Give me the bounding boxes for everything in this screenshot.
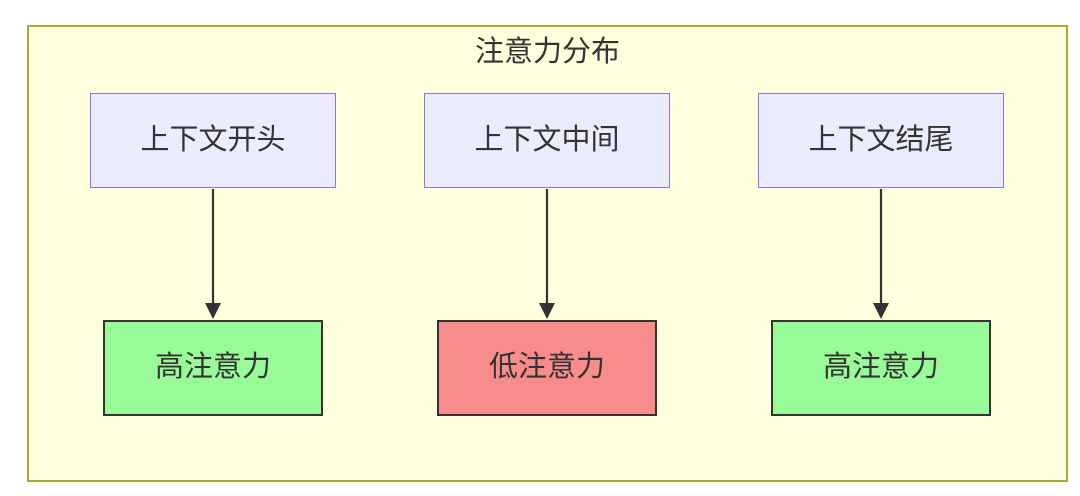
node-high-attention-left-label: 高注意力 xyxy=(154,351,271,384)
node-high-attention-left: 高注意力 xyxy=(103,320,323,416)
node-high-attention-right: 高注意力 xyxy=(771,320,991,416)
node-context-start-label: 上下文开头 xyxy=(140,123,286,156)
node-context-end: 上下文结尾 xyxy=(758,93,1004,188)
node-context-middle-label: 上下文中间 xyxy=(474,123,620,156)
node-context-start: 上下文开头 xyxy=(90,93,336,188)
node-low-attention-middle: 低注意力 xyxy=(437,320,657,416)
node-context-middle: 上下文中间 xyxy=(424,93,670,188)
diagram-title: 注意力分布 xyxy=(474,36,620,68)
node-low-attention-middle-label: 低注意力 xyxy=(488,351,605,384)
node-context-end-label: 上下文结尾 xyxy=(808,123,954,156)
node-high-attention-right-label: 高注意力 xyxy=(822,351,939,384)
